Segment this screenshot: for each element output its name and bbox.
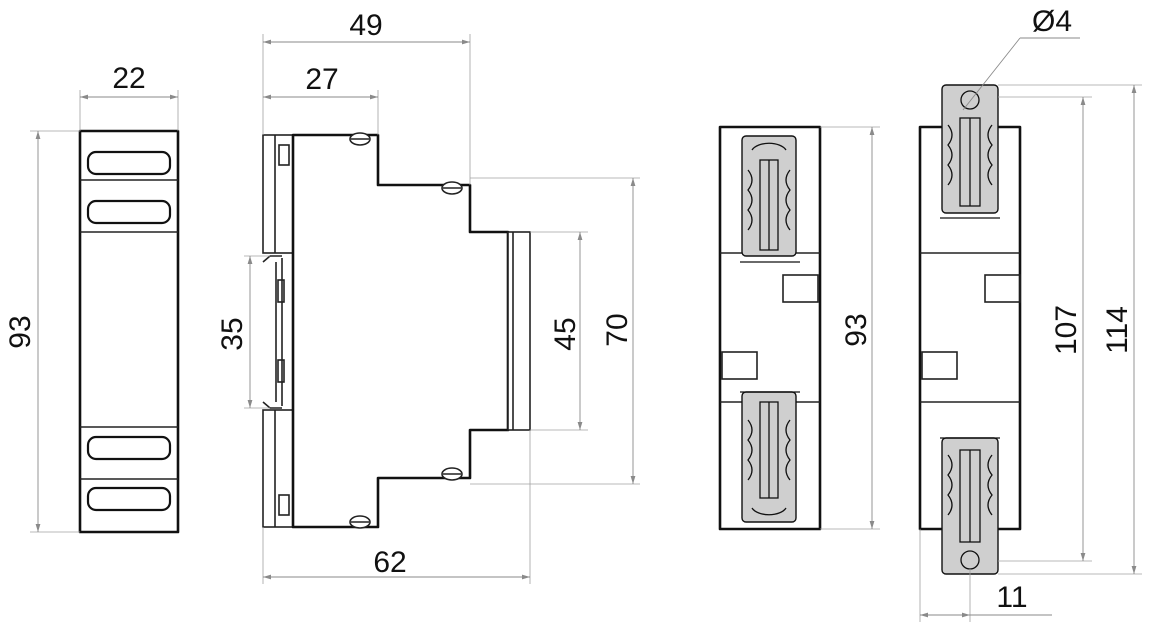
rear-view: 93 (718, 125, 880, 531)
dimension-label-base-depth: 62 (373, 546, 406, 579)
din-clip-extended (940, 437, 1000, 575)
screw-head (349, 132, 371, 146)
screw-head (441, 467, 463, 481)
screw-head (349, 515, 371, 529)
dimension-label-rear-height: 93 (840, 313, 873, 346)
front-view-body (78, 129, 180, 534)
din-clip-top (262, 134, 294, 254)
din-clip (740, 391, 800, 523)
dimension-label-total-depth: 49 (349, 9, 382, 42)
front-face (507, 231, 531, 431)
dimension-label-upper-depth: 27 (305, 63, 338, 96)
din-clip-extended (940, 84, 1000, 219)
mounting-hole (960, 90, 980, 110)
dimension-label-total-length: 114 (1101, 306, 1134, 354)
side-view-housing (291, 133, 510, 529)
din-clip-bottom (262, 409, 294, 528)
dimension-label-front-height: 45 (549, 317, 582, 350)
dimension-label-clip-span: 107 (1050, 305, 1083, 355)
front-label-slot (86, 486, 172, 512)
dimension-label-front-height: 93 (4, 315, 37, 348)
front-label-slot (86, 199, 172, 225)
dimension-label-rail: 35 (216, 317, 249, 350)
dimension-label-hole-offset: 11 (996, 581, 1027, 614)
front-label-slot (86, 150, 172, 176)
front-view: 22 93 (4, 62, 180, 534)
front-label-slot (86, 435, 172, 461)
side-view: 49 27 35 45 70 62 (216, 9, 640, 584)
bottom-view: Ø4 107 114 11 (918, 5, 1142, 622)
dimension-label-front-width: 22 (112, 62, 145, 95)
din-clip (740, 135, 800, 263)
screw-head (441, 181, 463, 195)
dimension-label-mid-height: 70 (601, 313, 634, 346)
dimension-label-hole: Ø4 (1032, 5, 1072, 38)
leader-line (962, 37, 1021, 111)
